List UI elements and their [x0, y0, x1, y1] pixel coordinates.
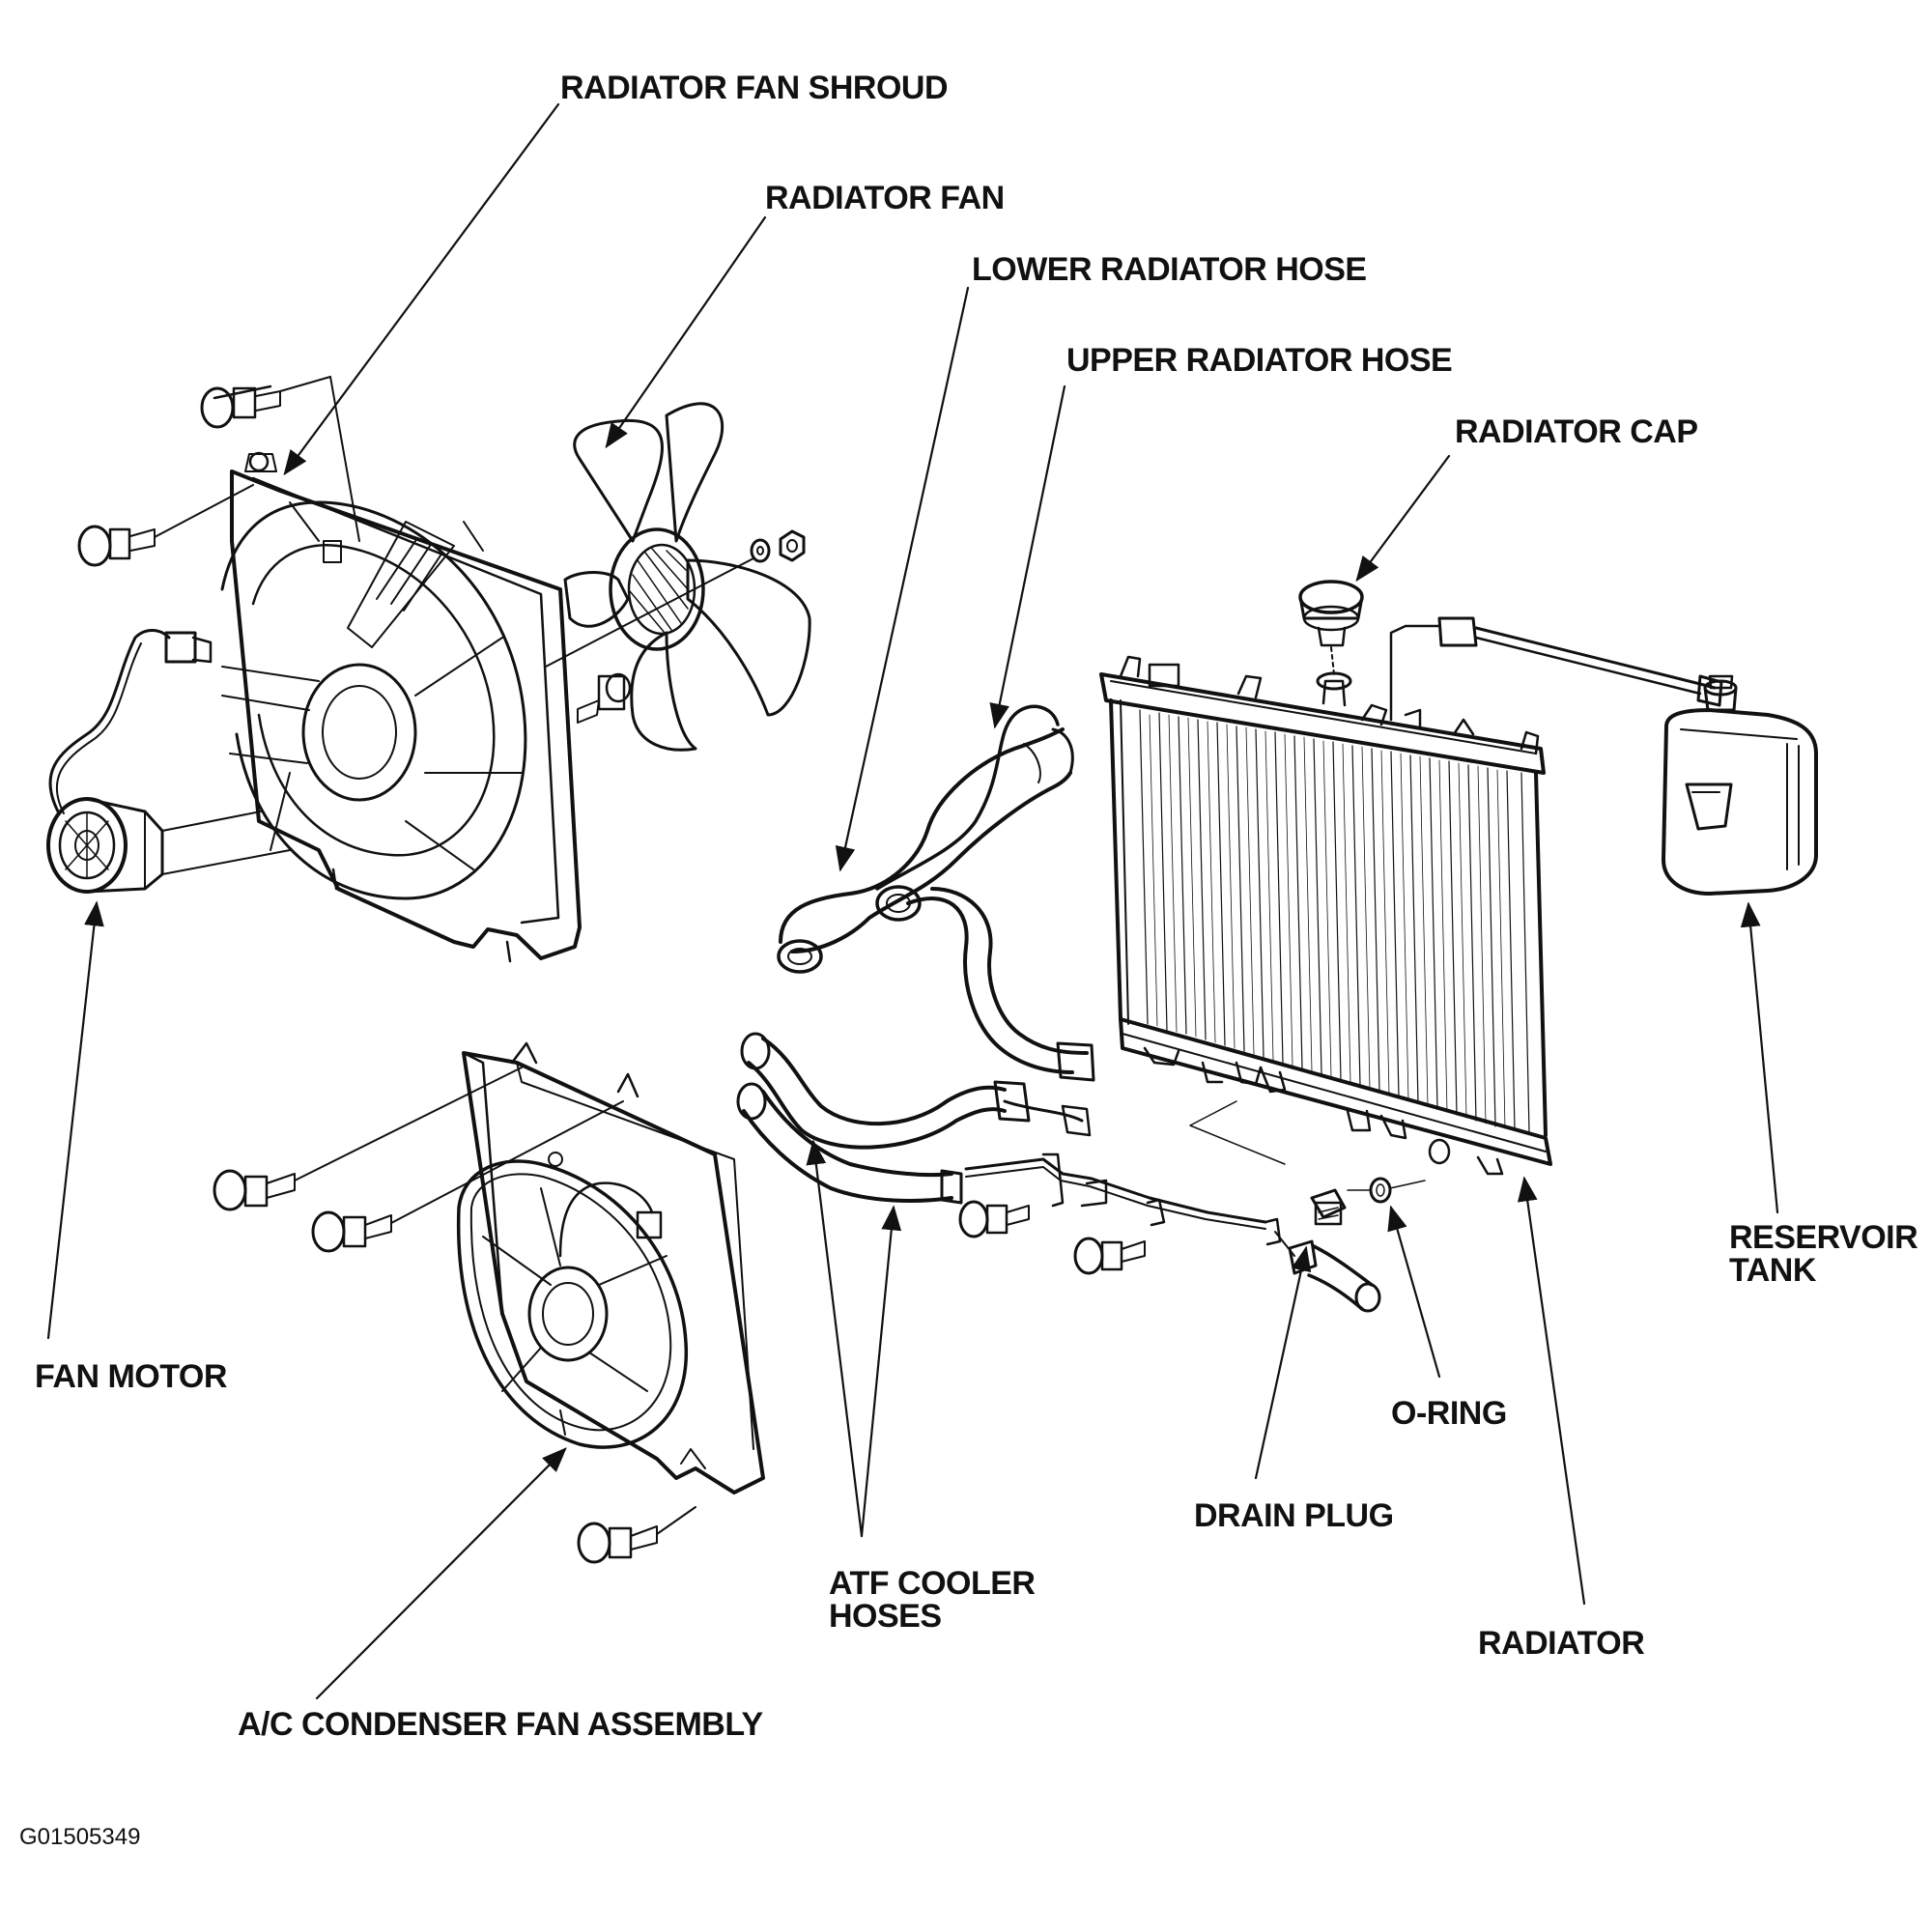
radiator-cap: [1300, 582, 1362, 674]
leader-radiator-fan-shroud: [283, 104, 558, 476]
label-fan-motor: FAN MOTOR: [35, 1358, 227, 1395]
atf-cooler-hose-lower: [738, 1084, 961, 1203]
label-atf-cooler-hoses-line1: ATF COOLER: [829, 1565, 1036, 1602]
label-reservoir-tank-line2: TANK: [1729, 1252, 1816, 1289]
label-ac-condenser-fan-assembly: A/C CONDENSER FAN ASSEMBLY: [238, 1706, 763, 1743]
leader-radiator-fan: [605, 217, 765, 449]
label-radiator: RADIATOR: [1478, 1625, 1645, 1662]
radiator-fan: [565, 404, 810, 750]
lower-radiator-hose: [877, 706, 1094, 1080]
atf-bolt-2: [1075, 1238, 1145, 1273]
atf-pipe: [966, 1154, 1294, 1256]
label-radiator-fan-shroud: RADIATOR FAN SHROUD: [560, 70, 949, 106]
drain-plug: [1312, 1190, 1345, 1224]
upper-radiator-hose: [779, 729, 1072, 972]
fan-washer: [752, 540, 769, 561]
label-upper-radiator-hose: UPPER RADIATOR HOSE: [1066, 342, 1453, 379]
leader-ac-condenser-fan-assembly: [317, 1447, 567, 1698]
radiator-fan-shroud: [222, 453, 580, 961]
label-o-ring: O-RING: [1391, 1395, 1507, 1432]
condenser-bolt-1: [214, 1067, 522, 1210]
leader-fan-motor: [48, 900, 104, 1338]
callout-leaders: [48, 104, 1777, 1698]
atf-bolt-1: [960, 1202, 1029, 1237]
overflow-tube: [1391, 618, 1721, 720]
leader-o-ring: [1387, 1205, 1439, 1377]
condenser-bolt-3: [579, 1507, 696, 1562]
figure-code: G01505349: [19, 1824, 141, 1850]
fan-nut: [781, 531, 804, 560]
label-lower-radiator-hose: LOWER RADIATOR HOSE: [972, 251, 1367, 288]
leader-reservoir-tank: [1740, 901, 1777, 1212]
o-ring: [1371, 1179, 1390, 1202]
label-reservoir-tank-line1: RESERVOIR: [1729, 1219, 1918, 1256]
leader-upper-radiator-hose: [989, 386, 1065, 729]
drain-hose: [1290, 1241, 1379, 1311]
radiator: [1101, 657, 1550, 1174]
label-atf-cooler-hoses-line2: HOSES: [829, 1598, 942, 1635]
leader-drain-plug: [1256, 1245, 1312, 1478]
leader-lower-radiator-hose: [835, 288, 968, 872]
reservoir-tank: [1663, 676, 1816, 894]
condenser-bolt-2: [313, 1101, 623, 1251]
shroud-bolt-left: [79, 485, 253, 565]
shroud-bolt-right: [578, 674, 630, 723]
leader-atf-cooler-hose-1: [806, 1139, 862, 1536]
label-radiator-fan: RADIATOR FAN: [765, 180, 1005, 216]
shroud-bolt-upper: [202, 386, 280, 427]
atf-cooler-hose-upper: [742, 1034, 1090, 1148]
ac-condenser-fan-assembly: [459, 1043, 763, 1493]
leader-radiator-cap: [1355, 456, 1449, 583]
leader-radiator: [1517, 1176, 1584, 1604]
fan-motor: [48, 631, 290, 893]
label-radiator-cap: RADIATOR CAP: [1455, 413, 1698, 450]
leader-atf-cooler-hose-2: [862, 1205, 902, 1536]
label-drain-plug: DRAIN PLUG: [1194, 1497, 1394, 1534]
